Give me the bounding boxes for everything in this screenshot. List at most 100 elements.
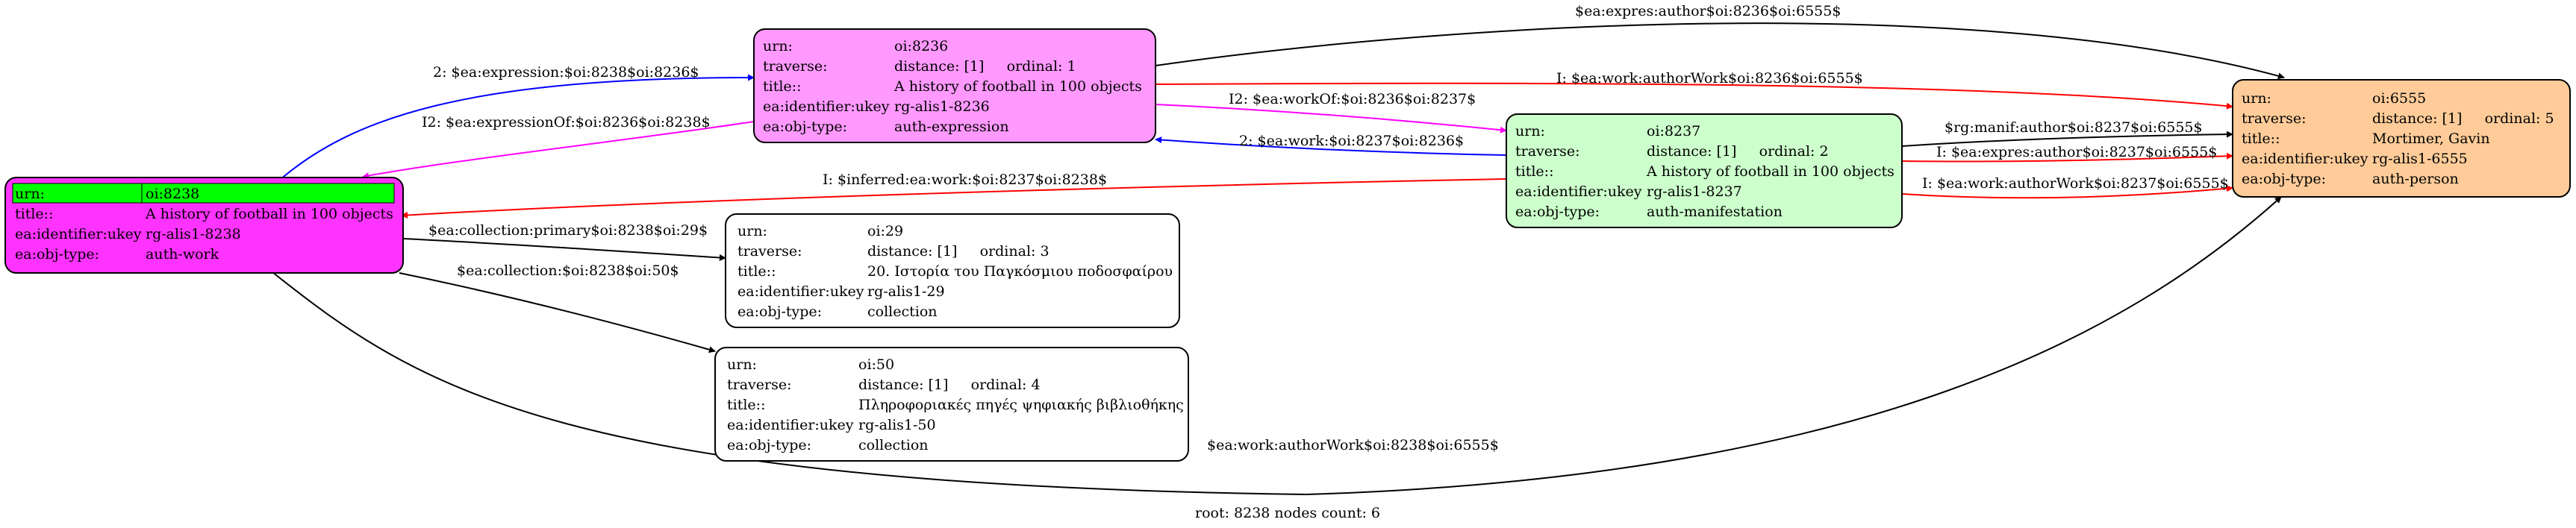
edge-label: $ea:collection:$oi:8238$oi:50$ [457, 263, 679, 279]
edges [272, 22, 2285, 496]
field-value: auth-person [2372, 171, 2459, 187]
field-key: title:: [737, 263, 776, 280]
edge-work-8237-8236 [1155, 136, 1507, 156]
node-oi-6555[interactable]: urn: oi:6555 traverse: distance: [1] ord… [2232, 79, 2571, 198]
field-value: auth-work [146, 246, 219, 263]
edge-work-author-work-8237-6555 [1901, 185, 2233, 199]
field-key: ea:obj-type: [763, 119, 847, 135]
field-value: auth-expression [894, 119, 1009, 135]
field-value: distance: [1] ordinal: 3 [867, 243, 1050, 260]
field-key: traverse: [1515, 143, 1580, 160]
edge-expression-8238-8236 [279, 74, 755, 180]
field-key: ea:identifier:ukey [1515, 183, 1642, 200]
field-value: A history of football in 100 objects [894, 78, 1142, 95]
node-box [2232, 79, 2571, 198]
edge-label: $rg:manif:author$oi:8237$oi:6555$ [1945, 119, 2203, 136]
edge-label: 2: $ea:expression:$oi:8238$oi:8236$ [433, 64, 699, 81]
edge-label: I: $inferred:ea:work:$oi:8237$oi:8238$ [823, 172, 1107, 188]
field-key: traverse: [2242, 110, 2307, 127]
field-key: ea:identifier:ukey [727, 417, 854, 433]
edge-collection-8238-50 [399, 272, 716, 353]
edge-label: $ea:work:authorWork$oi:8238$oi:6555$ [1207, 437, 1499, 453]
edge-work-author-work-8238-6555 [272, 196, 2282, 496]
field-key: traverse: [727, 377, 792, 393]
field-value: oi:8237 [1647, 123, 1700, 139]
field-value: rg-alis1-8238 [146, 226, 241, 242]
edge-work-author-work-8236-6555 [1155, 82, 2233, 110]
field-value: oi:6555 [2372, 90, 2426, 107]
edge-collection-primary-8238-29 [402, 238, 726, 261]
field-value: distance: [1] ordinal: 1 [894, 58, 1076, 75]
field-key: title:: [1515, 163, 1553, 180]
field-key: urn: [727, 356, 757, 373]
field-value: Πληροφοριακές πηγές ψηφιακής βιβλιοθήκης [858, 397, 1184, 413]
node-oi-8237[interactable]: urn: oi:8237 traverse: distance: [1] ord… [1506, 113, 1903, 228]
node-oi-8236[interactable]: urn: oi:8236 traverse: distance: [1] ord… [753, 28, 1156, 143]
field-key: ea:identifier:ukey [2242, 151, 2368, 167]
field-value: A history of football in 100 objects [145, 206, 393, 222]
root-highlight [12, 183, 395, 204]
field-key: title:: [15, 206, 53, 222]
field-value: rg-alis1-8236 [894, 98, 990, 115]
field-value: auth-manifestation [1647, 204, 1783, 220]
field-key: traverse: [763, 58, 828, 75]
edge-label: 2: $ea:work:$oi:8237$oi:8236$ [1239, 133, 1464, 149]
edge-label: $ea:expres:author$oi:8236$oi:6555$ [1575, 3, 1841, 19]
node-oi-50[interactable]: urn: oi:50 traverse: distance: [1] ordin… [714, 347, 1189, 462]
field-key: ea:obj-type: [727, 437, 811, 453]
edge-expres-author-8236-6555 [1155, 22, 2285, 80]
field-key: ea:obj-type: [2242, 171, 2326, 187]
edge-label: I2: $ea:workOf:$oi:8236$oi:8237$ [1229, 91, 1476, 107]
edge-expres-author-8237-6555 [1901, 152, 2233, 163]
field-key: urn: [2242, 90, 2271, 107]
edge-label: I: $ea:work:authorWork$oi:8237$oi:6555$ [1922, 175, 2229, 192]
field-key: traverse: [737, 243, 802, 260]
field-key: ea:identifier:ukey [737, 283, 864, 300]
field-key: title:: [763, 78, 801, 95]
field-key: title:: [727, 397, 765, 413]
field-key: urn: [15, 186, 45, 202]
field-value: Mortimer, Gavin [2372, 131, 2490, 147]
edge-label: I: $ea:expres:author$oi:8237$oi:6555$ [1936, 144, 2217, 160]
field-value: oi:8236 [894, 38, 948, 54]
field-value: rg-alis1-8237 [1647, 183, 1742, 200]
field-key: title:: [2242, 131, 2280, 147]
field-value: oi:29 [867, 223, 903, 239]
field-key: ea:obj-type: [737, 304, 822, 320]
field-key: ea:obj-type: [15, 246, 99, 263]
field-value: A history of football in 100 objects [1646, 163, 1894, 180]
node-box [714, 347, 1189, 462]
field-key: urn: [763, 38, 793, 54]
field-key: ea:obj-type: [1515, 204, 1600, 220]
node-oi-8238[interactable]: urn: oi:8238 title:: A history of footba… [4, 177, 404, 274]
field-value: distance: [1] ordinal: 5 [2372, 110, 2554, 127]
edge-inferred-work-8237-8238 [401, 178, 1507, 219]
field-value: rg-alis1-50 [858, 417, 936, 433]
field-value: rg-alis1-6555 [2372, 151, 2468, 167]
field-value: distance: [1] ordinal: 2 [1647, 143, 1829, 160]
edge-label: I: $ea:work:authorWork$oi:8236$oi:6555$ [1556, 70, 1863, 87]
edge-labels: 2: $ea:expression:$oi:8238$oi:8236$ I2: … [422, 3, 2229, 453]
field-value: collection [858, 437, 929, 453]
node-box [753, 28, 1156, 143]
field-key: ea:identifier:ukey [15, 226, 142, 242]
field-value: collection [867, 304, 938, 320]
field-key: urn: [1515, 123, 1545, 139]
field-value: 20. Ιστορία του Παγκόσμιου ποδοσφαίρου [867, 263, 1173, 280]
field-value: oi:50 [858, 356, 894, 373]
node-box [725, 213, 1180, 328]
field-value: oi:8238 [146, 186, 199, 202]
field-key: ea:identifier:ukey [763, 98, 890, 115]
field-value: distance: [1] ordinal: 4 [858, 377, 1041, 393]
graph-footer: root: 8238 nodes count: 6 [1195, 505, 1380, 521]
edge-expression-of-8236-8238 [362, 121, 755, 179]
node-oi-29[interactable]: urn: oi:29 traverse: distance: [1] ordin… [725, 213, 1180, 328]
edge-label: $ea:collection:primary$oi:8238$oi:29$ [428, 222, 708, 239]
field-key: urn: [737, 223, 767, 239]
edge-work-of-8236-8237 [1155, 104, 1507, 133]
node-box [1506, 113, 1903, 228]
edge-manif-author-8237-6555 [1901, 131, 2233, 147]
edge-label: I2: $ea:expressionOf:$oi:8236$oi:8238$ [422, 114, 711, 131]
field-value: rg-alis1-29 [867, 283, 945, 300]
